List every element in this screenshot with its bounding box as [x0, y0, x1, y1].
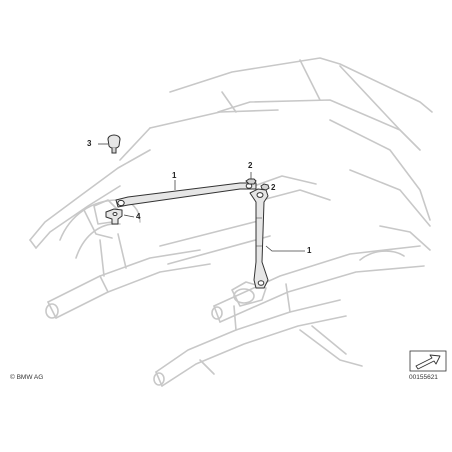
copyright-label: © BMW AG — [10, 374, 44, 381]
callout-1-right: 1 — [307, 246, 312, 255]
car-body-outline — [29, 57, 433, 387]
part-number-label: 00155621 — [409, 374, 438, 381]
strut-brace-vertical-part-1 — [249, 188, 269, 289]
callout-2-right: 2 — [271, 183, 276, 192]
leader-1-right — [265, 245, 305, 252]
callout-1-top: 1 — [172, 171, 177, 180]
callout-4: 4 — [136, 212, 141, 221]
callout-3: 3 — [87, 139, 92, 148]
callout-2-top: 2 — [248, 161, 253, 170]
strut-brace-horizontal-part-1 — [115, 182, 257, 208]
direction-arrow-icon — [409, 350, 447, 372]
cap-part-3 — [107, 134, 121, 154]
nut-part-2 — [245, 178, 270, 191]
bracket-part-4 — [105, 208, 123, 225]
leader-4 — [123, 214, 135, 218]
